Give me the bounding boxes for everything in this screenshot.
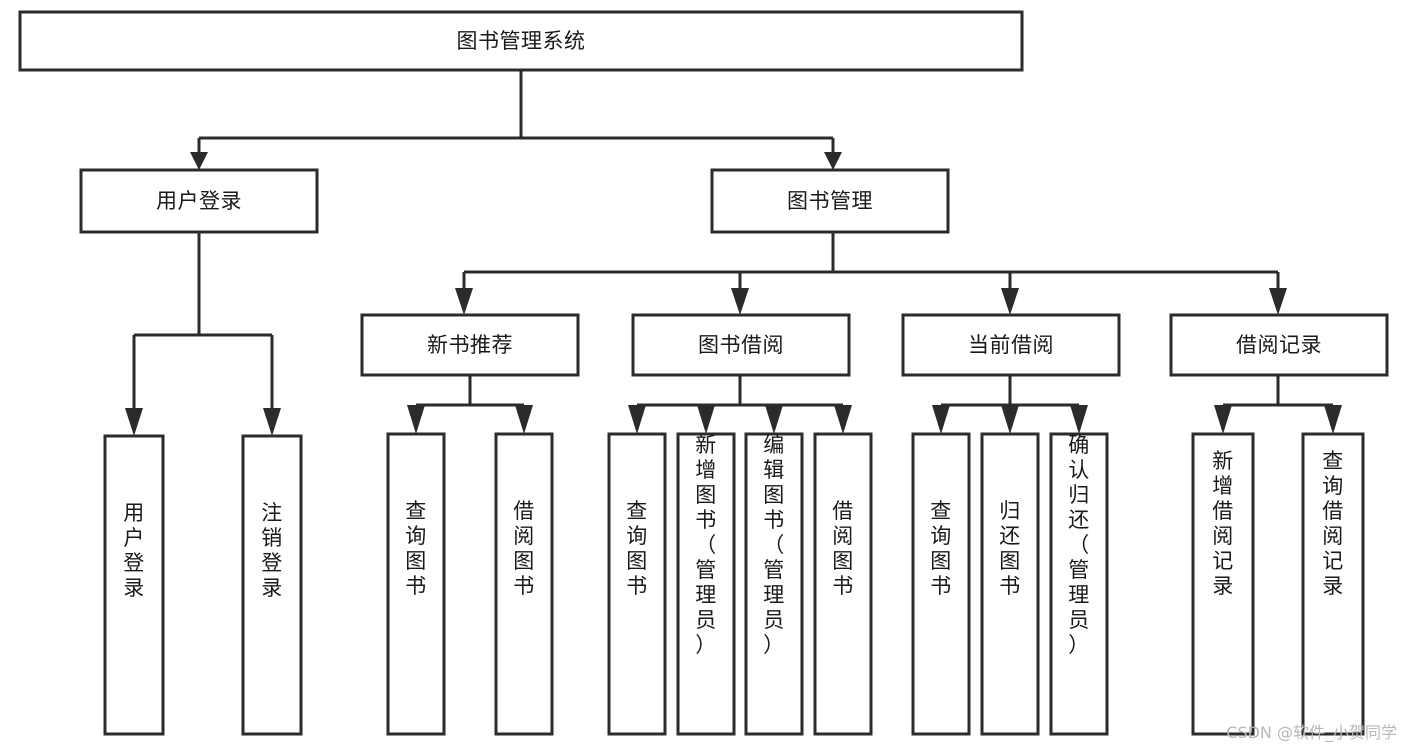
node-leaf-logout-login[interactable]: 注销登录 [241, 434, 303, 736]
node-leaf-query-book-3-label: 查询图书 [930, 499, 952, 598]
node-leaf-confirm-return-admin-label: 确认归还（管理员） [1068, 433, 1090, 657]
node-leaf-return-book[interactable]: 归还图书 [980, 432, 1040, 736]
node-new-book-recommend-box[interactable] [360, 313, 580, 377]
node-leaf-borrow-book-2-label: 借阅图书 [832, 499, 854, 598]
node-leaf-edit-book-admin-box[interactable] [744, 432, 804, 736]
arrow-head-leaf-add-borrow-record [1214, 405, 1232, 434]
arrow-head-leaf-add-book-admin [697, 405, 715, 434]
node-leaf-confirm-return-admin-box[interactable] [1049, 432, 1109, 736]
node-leaf-logout-login-box[interactable] [241, 434, 303, 736]
node-book-management-box[interactable] [710, 168, 950, 234]
arrow-head-current-borrow [1001, 288, 1019, 315]
node-current-borrow-box[interactable] [901, 313, 1121, 377]
arrow-head-book-borrow [731, 288, 749, 315]
node-leaf-query-book-1[interactable]: 查询图书 [386, 432, 446, 736]
node-book-management[interactable]: 图书管理 [710, 168, 950, 234]
node-current-borrow[interactable]: 当前借阅 [901, 313, 1121, 377]
node-leaf-logout-login-label: 注销登录 [261, 501, 283, 600]
node-leaf-add-borrow-record[interactable]: 新增借阅记录 [1191, 432, 1255, 736]
node-leaf-query-book-1-label: 查询图书 [405, 499, 427, 598]
arrow-head-leaf-borrow-book-2 [834, 405, 852, 434]
node-leaf-borrow-book-1-label: 借阅图书 [513, 499, 535, 598]
node-leaf-add-borrow-record-label: 新增借阅记录 [1212, 449, 1234, 598]
arrow-head-new-book-recommend [455, 288, 473, 315]
node-leaf-query-book-3[interactable]: 查询图书 [911, 432, 971, 736]
node-book-management-label: 图书管理 [787, 189, 873, 213]
node-leaf-user-login-label: 用户登录 [123, 501, 145, 600]
node-user-login-box[interactable] [79, 168, 319, 234]
arrow-head-leaf-return-book [1001, 405, 1019, 434]
arrow-head-leaf-user-login [125, 408, 143, 436]
node-user-login-label: 用户登录 [156, 189, 242, 213]
arrow-head-leaf-confirm-return-admin [1070, 405, 1088, 434]
node-leaf-query-book-2[interactable]: 查询图书 [607, 432, 667, 736]
arrow-head-leaf-query-book-1 [407, 405, 425, 434]
node-leaf-edit-book-admin-label: 编辑图书（管理员） [763, 433, 785, 657]
node-root-box[interactable] [18, 10, 1024, 72]
arrow-head-leaf-query-book-2 [628, 405, 646, 434]
node-root-label: 图书管理系统 [457, 29, 586, 53]
node-leaf-query-book-2-box[interactable] [607, 432, 667, 736]
arrow-head-leaf-query-book-3 [932, 405, 950, 434]
node-leaf-borrow-book-1[interactable]: 借阅图书 [494, 432, 554, 736]
node-leaf-query-book-1-box[interactable] [386, 432, 446, 736]
node-book-borrow-box[interactable] [631, 313, 851, 377]
node-leaf-return-book-label: 归还图书 [999, 499, 1021, 598]
node-borrow-record-box[interactable] [1169, 313, 1389, 377]
node-user-login[interactable]: 用户登录 [79, 168, 319, 234]
node-borrow-record[interactable]: 借阅记录 [1169, 313, 1389, 377]
node-leaf-borrow-book-2-box[interactable] [813, 432, 873, 736]
arrow-head-leaf-query-borrow-record [1324, 405, 1342, 434]
node-leaf-add-book-admin-box[interactable] [676, 432, 736, 736]
node-leaf-edit-book-admin[interactable]: 编辑图书（管理员） [744, 432, 804, 736]
node-leaf-query-book-3-box[interactable] [911, 432, 971, 736]
node-new-book-recommend-label: 新书推荐 [427, 333, 513, 357]
node-leaf-user-login-box[interactable] [103, 434, 165, 736]
arrow-head-leaf-logout-login [263, 408, 281, 436]
node-leaf-query-borrow-record[interactable]: 查询借阅记录 [1301, 432, 1365, 736]
node-root[interactable]: 图书管理系统 [18, 10, 1024, 72]
node-borrow-record-label: 借阅记录 [1236, 333, 1322, 357]
connector-layer [125, 70, 1342, 436]
node-book-borrow[interactable]: 图书借阅 [631, 313, 851, 377]
node-leaf-add-borrow-record-box[interactable] [1191, 432, 1255, 736]
node-leaf-return-book-box[interactable] [980, 432, 1040, 736]
arrow-head-user-login [190, 152, 208, 170]
arrow-head-book-management [824, 152, 842, 170]
node-leaf-query-book-2-label: 查询图书 [626, 499, 648, 598]
node-current-borrow-label: 当前借阅 [968, 333, 1054, 357]
node-leaf-query-borrow-record-label: 查询借阅记录 [1322, 449, 1344, 598]
node-leaf-add-book-admin-label: 新增图书（管理员） [695, 433, 717, 657]
arrow-head-leaf-borrow-book-1 [515, 405, 533, 434]
node-leaf-user-login[interactable]: 用户登录 [103, 434, 165, 736]
arrow-head-borrow-record [1269, 288, 1287, 315]
node-leaf-confirm-return-admin[interactable]: 确认归还（管理员） [1049, 432, 1109, 736]
arrow-head-leaf-edit-book-admin [765, 405, 783, 434]
node-new-book-recommend[interactable]: 新书推荐 [360, 313, 580, 377]
node-leaf-borrow-book-1-box[interactable] [494, 432, 554, 736]
node-leaf-query-borrow-record-box[interactable] [1301, 432, 1365, 736]
node-leaf-add-book-admin[interactable]: 新增图书（管理员） [676, 432, 736, 736]
node-book-borrow-label: 图书借阅 [698, 333, 784, 357]
node-leaf-borrow-book-2[interactable]: 借阅图书 [813, 432, 873, 736]
